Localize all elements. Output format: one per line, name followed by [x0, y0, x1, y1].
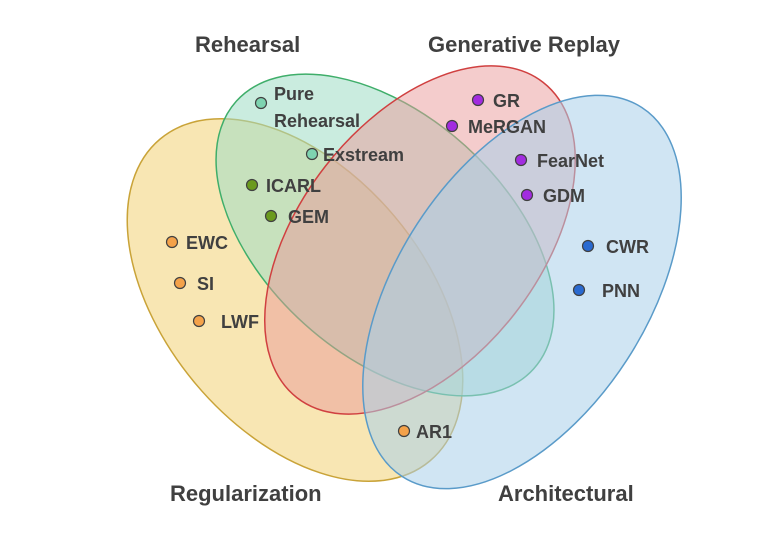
generative-replay-title: Generative Replay — [428, 32, 621, 57]
gdm-dot — [520, 188, 534, 202]
fearnet-label: FearNet — [537, 151, 604, 171]
regularization-title: Regularization — [170, 481, 322, 506]
si-label: SI — [197, 274, 214, 294]
lwf-label: LWF — [221, 312, 259, 332]
icarl-label: ICARL — [266, 176, 321, 196]
mergan-dot — [445, 119, 459, 133]
gdm-label: GDM — [543, 186, 585, 206]
pure-rehearsal-label-line1: Pure — [274, 84, 314, 104]
pnn-label: PNN — [602, 281, 640, 301]
ar1-label: AR1 — [416, 422, 452, 442]
exstream-label: Exstream — [323, 145, 404, 165]
fearnet-dot — [514, 153, 528, 167]
lwf-dot — [192, 314, 206, 328]
cwr-dot — [581, 239, 595, 253]
ewc-dot — [165, 235, 179, 249]
rehearsal-title: Rehearsal — [195, 32, 300, 57]
gr-dot — [471, 93, 485, 107]
mergan-label: MeRGAN — [468, 117, 546, 137]
icarl-dot — [245, 178, 259, 192]
si-dot — [173, 276, 187, 290]
pnn-dot — [572, 283, 586, 297]
ewc-label: EWC — [186, 233, 228, 253]
ar1-dot — [397, 424, 411, 438]
cwr-label: CWR — [606, 237, 649, 257]
architectural-set — [362, 94, 682, 490]
pure-rehearsal-label-line2: Rehearsal — [274, 111, 360, 131]
gr-label: GR — [493, 91, 520, 111]
pure-rehearsal-dot — [254, 96, 268, 110]
gem-dot — [264, 209, 278, 223]
architectural-title: Architectural — [498, 481, 634, 506]
gem-label: GEM — [288, 207, 329, 227]
exstream-dot — [305, 147, 319, 161]
